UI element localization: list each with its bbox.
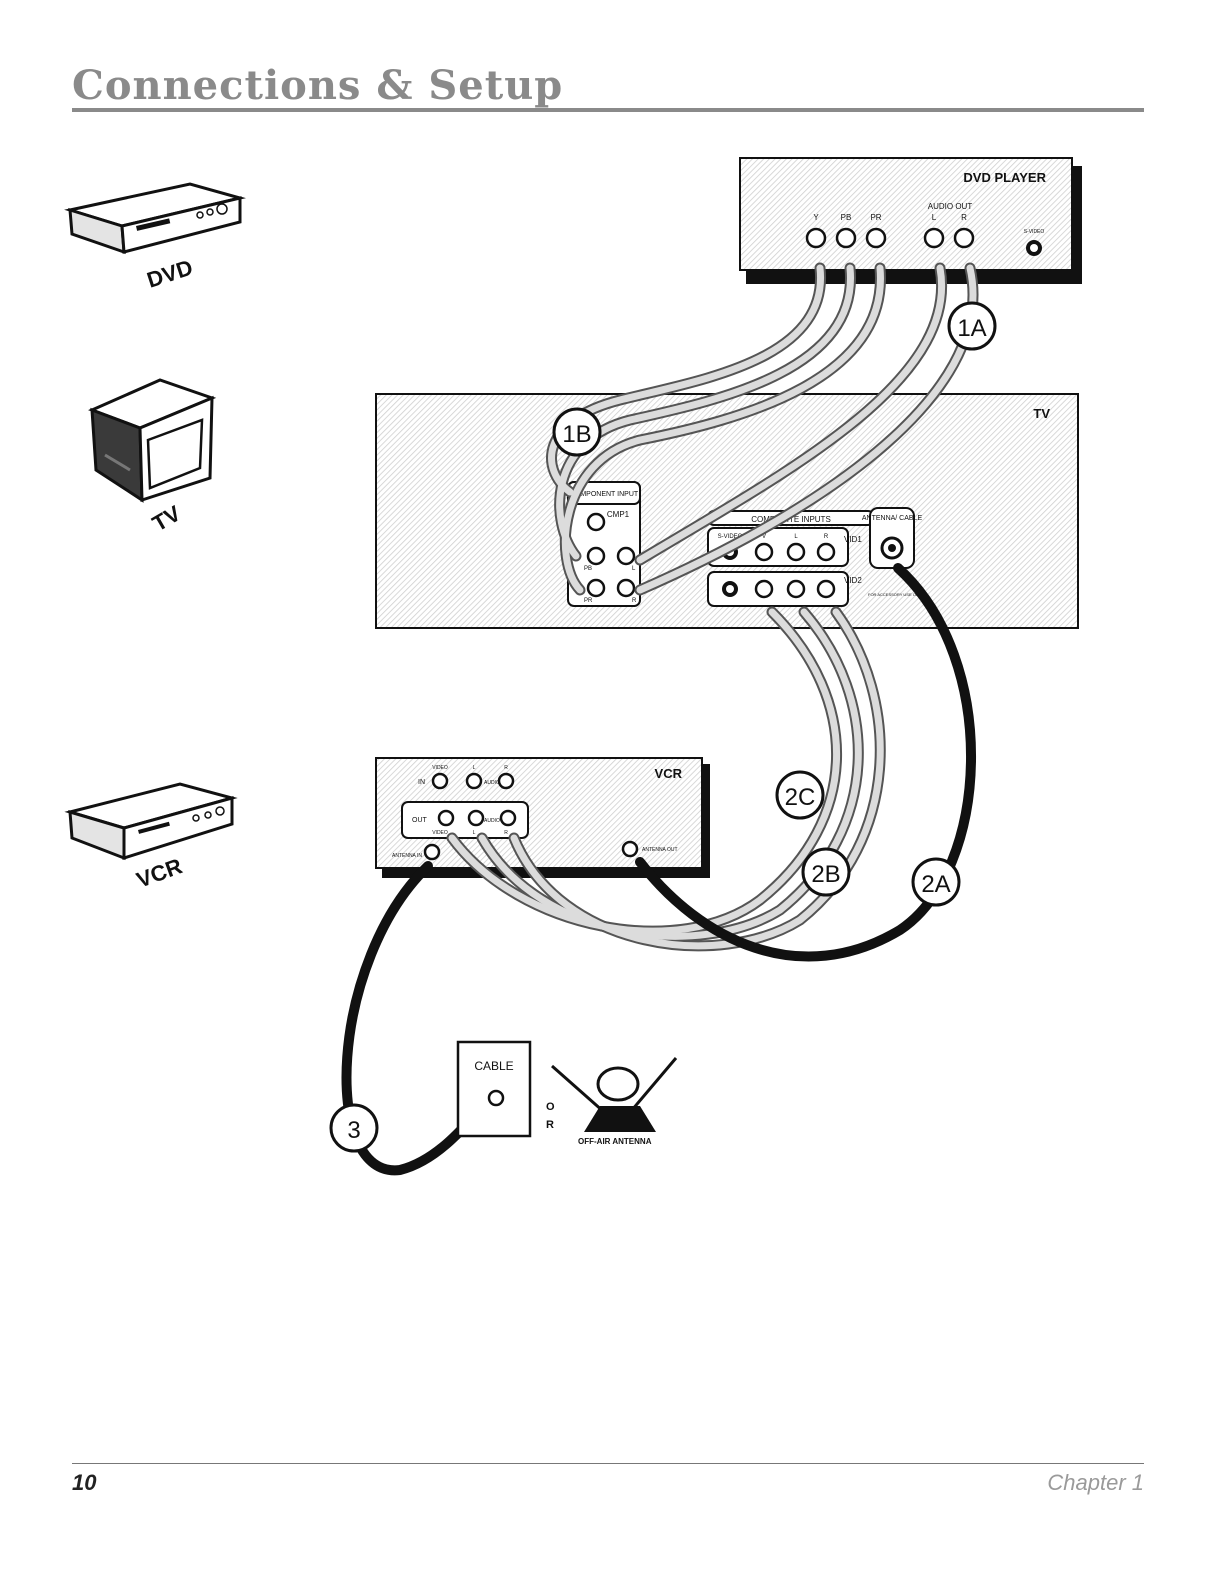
- dvd-l-label: L: [932, 213, 937, 222]
- step-label: 2B: [811, 861, 840, 888]
- vcr-in-r-label: R: [504, 765, 508, 771]
- svideo-label: S-VIDEO: [718, 534, 743, 540]
- dvd-r-label: R: [961, 213, 967, 222]
- component-pr-label: PR: [584, 598, 593, 604]
- vcr-in-jack-icon: [431, 772, 515, 790]
- vcr-out-video-label: VIDEO: [432, 830, 448, 836]
- step-markers: 1A 1B 2A 2B 2C 3: [329, 301, 997, 1153]
- vcr-icon: [64, 782, 238, 861]
- vcr-panel-title: VCR: [655, 766, 683, 781]
- coax-cables: [341, 563, 976, 1176]
- dvd-pb-label: PB: [841, 213, 852, 222]
- vcr-caption: VCR: [133, 853, 185, 892]
- dvd-caption: DVD: [144, 255, 196, 293]
- cable-wall-box: CABLE: [456, 1040, 532, 1138]
- antenna-icon: [551, 1057, 678, 1132]
- vid1-label: VID1: [844, 535, 862, 544]
- tv-panel-title: TV: [1033, 406, 1050, 421]
- step-label: 1B: [562, 421, 591, 448]
- dvd-svideo-label: S-VIDEO: [1024, 229, 1045, 235]
- component-input-label: COMPONENT INPUT: [570, 491, 639, 498]
- antenna-cable-label: ANTENNA/ CABLE: [862, 515, 923, 522]
- coax-jack-icon: [423, 840, 639, 861]
- component-r-label: R: [632, 598, 637, 604]
- vcr-in-l-label: L: [473, 765, 476, 771]
- component-pb-label: PB: [584, 566, 592, 572]
- component-l-label: L: [632, 566, 636, 572]
- vcr-antenna-in-label: ANTENNA IN: [392, 853, 422, 859]
- step-label: 2C: [785, 784, 816, 811]
- antenna-label: OFF-AIR ANTENNA: [578, 1137, 652, 1146]
- footer-rule: [72, 1463, 1144, 1464]
- page-title: Connections & Setup: [72, 62, 564, 109]
- dvd-player-panel: DVD PLAYER AUDIO OUT Y PB PR L R S-VIDEO: [739, 157, 1082, 284]
- vcr-out-l-label: L: [473, 830, 476, 836]
- composite-v-label: V: [762, 534, 766, 540]
- vcr-antenna-out-label: ANTENNA OUT: [642, 847, 678, 853]
- accessory-note: FOR ACCESSORY USE ONLY: [868, 592, 924, 597]
- coax-jack-icon: [880, 536, 904, 560]
- page-number: 10: [72, 1470, 97, 1495]
- dvd-icon: [64, 182, 246, 255]
- composite-r-label: R: [824, 534, 829, 540]
- step-marker: 2B: [801, 847, 851, 897]
- composite-l-label: L: [794, 534, 798, 540]
- dvd-pr-label: PR: [870, 213, 881, 222]
- dvd-player-title: DVD PLAYER: [963, 170, 1046, 185]
- vid2-label: VID2: [844, 576, 862, 585]
- step-marker: 1B: [552, 407, 602, 457]
- composite-cables: [446, 606, 886, 952]
- chapter-label: Chapter 1: [1047, 1470, 1144, 1495]
- step-marker: 3: [329, 1103, 379, 1153]
- vcr-in-label: IN: [418, 779, 425, 786]
- dvd-y-label: Y: [813, 213, 819, 222]
- cable-box-label: CABLE: [474, 1059, 513, 1073]
- tv-icon: [88, 378, 217, 503]
- step-label: 1A: [957, 315, 986, 342]
- step-label: 2A: [921, 871, 950, 898]
- vcr-panel: VCR VIDEO L R IN AUDIO OUT AUDIO VIDEO L…: [375, 757, 710, 878]
- step-label: 3: [347, 1117, 360, 1144]
- rca-jack-icon: [805, 227, 975, 249]
- step-marker: 1A: [947, 301, 997, 351]
- vcr-audio-out-label: AUDIO: [484, 818, 500, 824]
- vcr-out-jack-icon: [437, 809, 517, 827]
- composite-jack-icon: [754, 542, 836, 599]
- header-rule: [72, 108, 1144, 112]
- vcr-out-label: OUT: [412, 817, 428, 824]
- vcr-in-video-label: VIDEO: [432, 765, 448, 771]
- composite-inputs-label: COMPOSITE INPUTS: [751, 515, 831, 524]
- component-jack-icon: [586, 512, 636, 598]
- tv-caption: TV: [148, 500, 185, 536]
- cmp1-label: CMP1: [607, 510, 630, 519]
- or-text-r: R: [546, 1119, 554, 1131]
- vcr-audio-in-label: AUDIO: [484, 780, 500, 786]
- step-marker: 2C: [775, 770, 825, 820]
- audio-out-label: AUDIO OUT: [928, 202, 973, 211]
- or-text-o: O: [546, 1101, 555, 1113]
- svideo-jack-icon: [1026, 240, 1042, 256]
- vcr-out-r-label: R: [504, 830, 508, 836]
- step-marker: 2A: [911, 857, 961, 907]
